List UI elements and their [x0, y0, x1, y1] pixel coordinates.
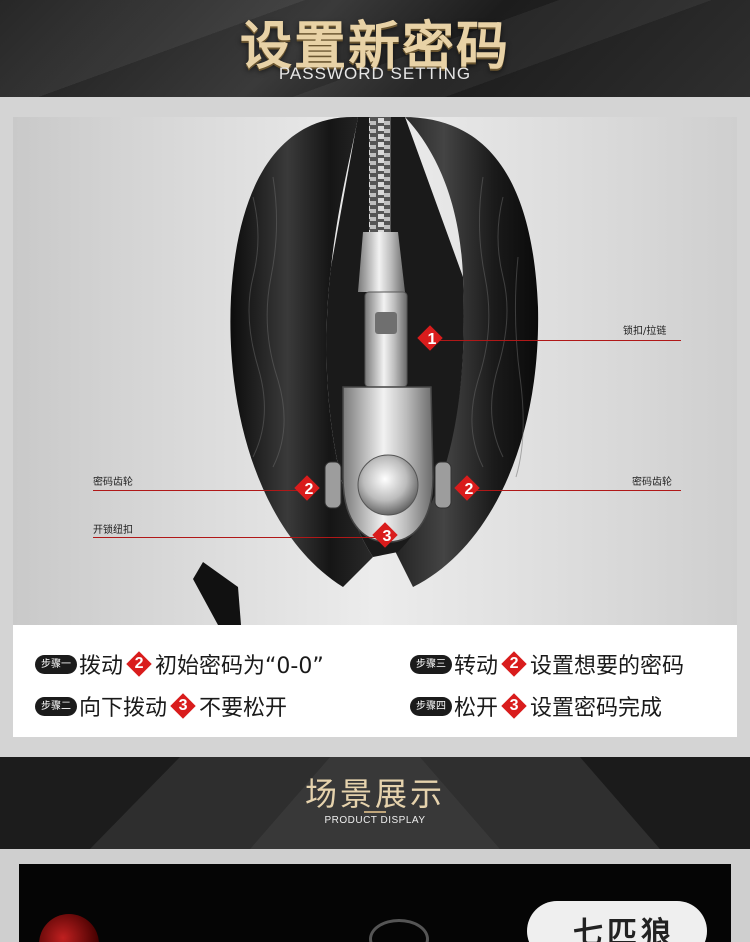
page-subtitle: PASSWORD SETTING: [278, 64, 472, 83]
step-text: 不要松开: [199, 696, 288, 721]
step-action: 拨动: [79, 654, 124, 679]
step-action: 向下拨动: [79, 696, 168, 721]
decor-red-object: [39, 914, 99, 942]
instruction-panel: 步骤一 拨动 2 初始密码为“0-0” 步骤三 转动 2 设置想要的密码 步骤二…: [13, 625, 737, 737]
step-1: 步骤一 拨动 2 初始密码为“0-0”: [35, 647, 324, 681]
leader-line-button: [93, 537, 377, 538]
step-badge: 步骤四: [410, 696, 452, 716]
scene-image: 七匹狼: [19, 864, 731, 942]
label-wheel-right: 密码齿轮: [632, 477, 672, 488]
step-number-icon: 2: [501, 651, 527, 677]
section-header: 设置新密码 PASSWORD SETTING: [0, 0, 750, 97]
step-action: 松开: [454, 696, 499, 721]
step-action: 转动: [454, 654, 499, 679]
scene-preview: 七匹狼: [0, 849, 750, 942]
step-4: 步骤四 松开 3 设置密码完成: [410, 689, 662, 723]
product-photo: 1 2 2 3 锁扣/拉链 密码齿轮 密码齿轮 开锁纽扣: [13, 117, 737, 625]
leader-line-wheel-right: [475, 490, 681, 491]
label-button: 开锁纽扣: [93, 525, 133, 536]
wallet-illustration: [193, 117, 539, 625]
marker-2-right: 2: [454, 475, 484, 505]
leader-line-wheel-left: [93, 490, 313, 491]
step-badge: 步骤三: [410, 654, 452, 674]
label-zipper: 锁扣/拉链: [623, 326, 667, 337]
scene-title: 场景展示: [304, 775, 445, 813]
step-text: 设置想要的密码: [530, 654, 685, 679]
scene-divider: [364, 811, 386, 813]
step-number-icon: 2: [126, 651, 152, 677]
scene-subtitle: PRODUCT DISPLAY: [324, 815, 426, 826]
marker-2-left: 2: [294, 475, 324, 505]
brand-badge: [527, 901, 707, 942]
step-2: 步骤二 向下拨动 3 不要松开: [35, 689, 287, 723]
polygon-background: [0, 757, 750, 849]
step-badge: 步骤一: [35, 654, 77, 674]
page-title: 设置新密码: [239, 17, 510, 77]
decor-ring: [369, 919, 429, 942]
step-number-icon: 3: [170, 693, 196, 719]
marker-1: 1: [417, 325, 447, 355]
marker-3: 3: [372, 522, 402, 552]
leader-line-zipper: [438, 340, 681, 341]
step-badge: 步骤二: [35, 696, 77, 716]
label-wheel-left: 密码齿轮: [93, 477, 133, 488]
scene-header: 场景展示 PRODUCT DISPLAY: [0, 757, 750, 849]
step-text: 初始密码为“0-0”: [155, 654, 324, 679]
step-3: 步骤三 转动 2 设置想要的密码: [410, 647, 684, 681]
step-text: 设置密码完成: [530, 696, 663, 721]
brand-name: 七匹狼: [573, 916, 675, 942]
step-number-icon: 3: [501, 693, 527, 719]
